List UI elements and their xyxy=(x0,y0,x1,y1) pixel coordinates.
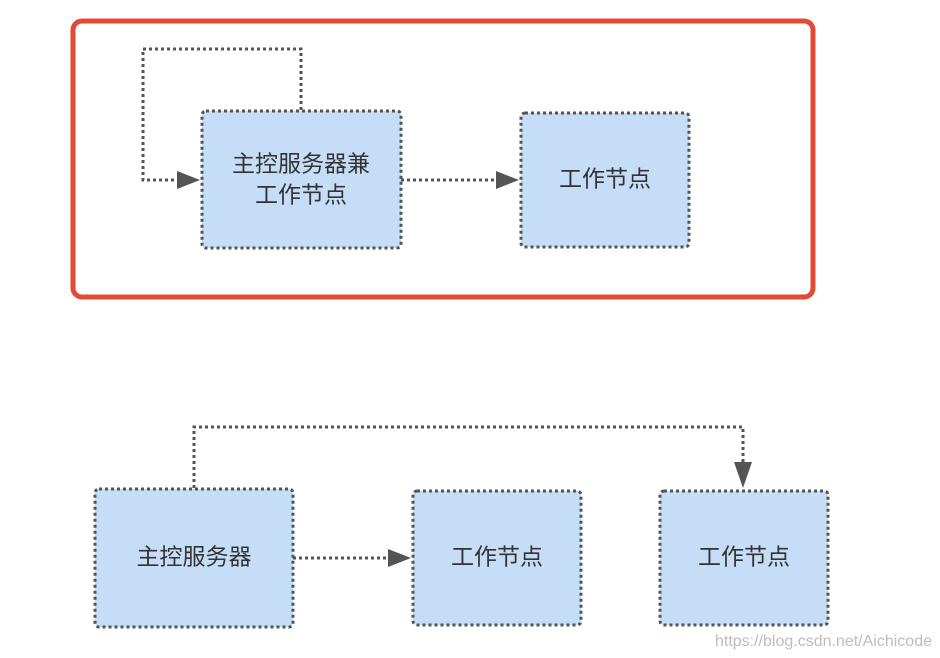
worker-b-node-label: 工作节点 xyxy=(698,545,790,571)
worker-a-node: 工作节点 xyxy=(411,489,583,627)
top-worker-node-label: 工作节点 xyxy=(559,167,651,193)
top-worker-node: 工作节点 xyxy=(519,111,691,249)
worker-a-node-label: 工作节点 xyxy=(451,545,543,571)
master-worker-node-box xyxy=(200,109,403,250)
master-to-worker-b-arrow-icon xyxy=(734,462,752,488)
self-loop-edge xyxy=(141,47,303,182)
master-to-worker-a-arrow-icon xyxy=(388,549,411,567)
master-worker-node: 主控服务器兼 工作节点 xyxy=(200,109,403,250)
master-worker-to-worker-arrow-icon xyxy=(496,171,519,189)
worker-b-node-box xyxy=(658,489,830,627)
master-node-label: 主控服务器 xyxy=(137,545,252,571)
watermark-text: https://blog.csdn.net/Aichicode xyxy=(715,633,932,650)
master-worker-node-label-line1: 主控服务器兼 xyxy=(232,152,370,178)
worker-a-node-box xyxy=(411,489,583,627)
highlight-frame xyxy=(70,18,816,300)
master-to-worker-b-edge xyxy=(192,425,745,488)
master-node-box xyxy=(93,487,295,629)
master-node: 主控服务器 xyxy=(93,487,295,629)
master-worker-node-label-line2: 工作节点 xyxy=(255,183,347,209)
worker-b-node: 工作节点 xyxy=(658,489,830,627)
top-worker-node-box xyxy=(519,111,691,249)
self-loop-arrow-icon xyxy=(177,171,200,189)
